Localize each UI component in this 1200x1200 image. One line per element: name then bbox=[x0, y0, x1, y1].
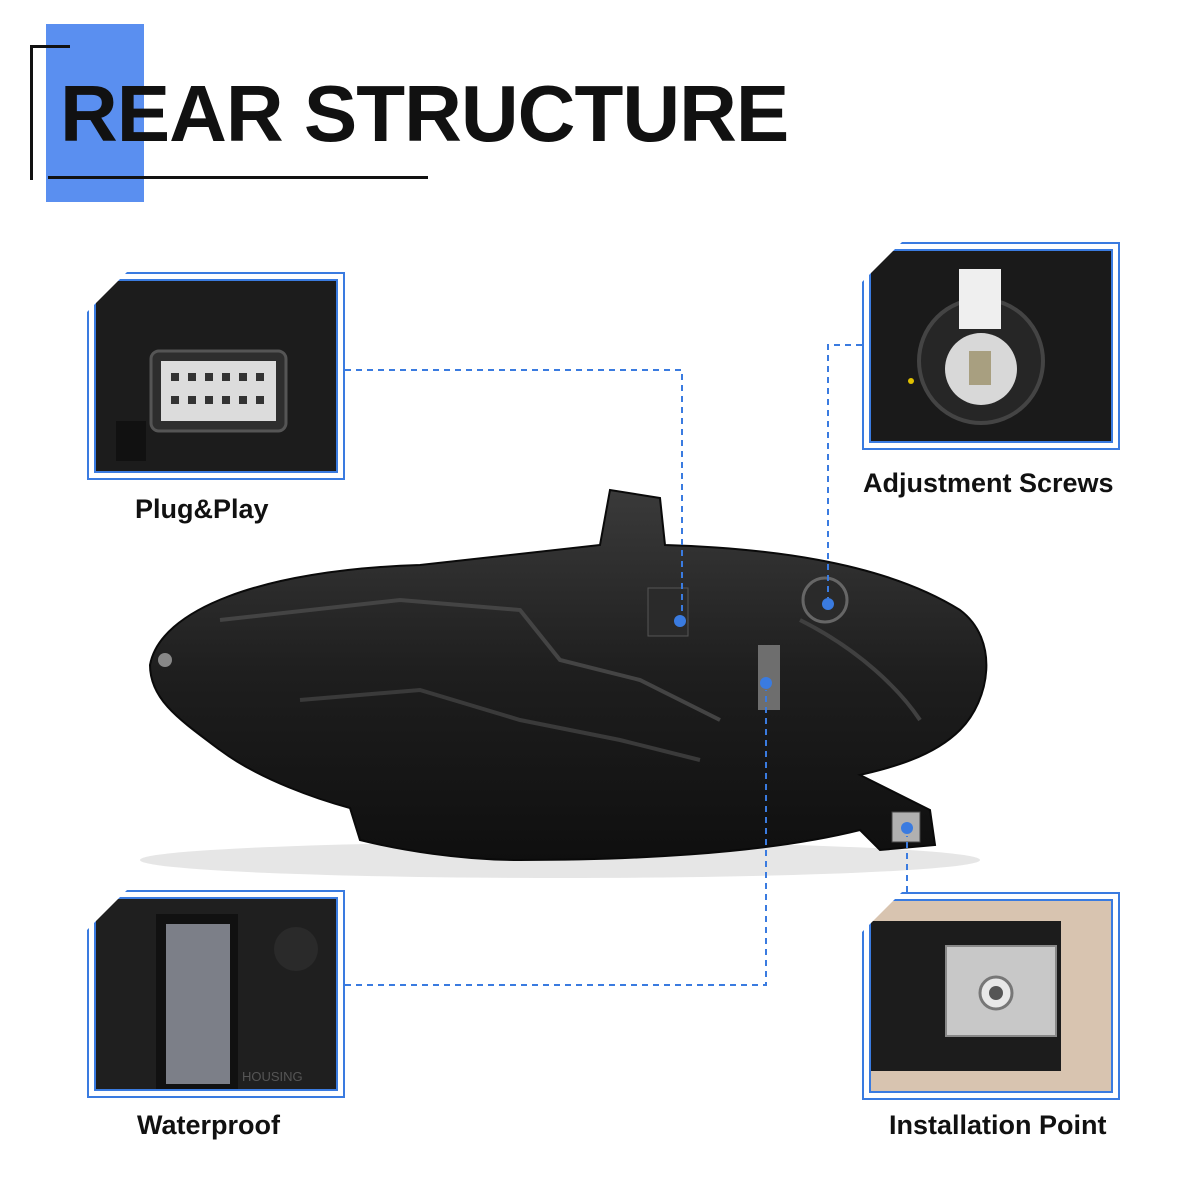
leader-plug bbox=[345, 369, 683, 615]
waterproof-label: Waterproof bbox=[137, 1110, 280, 1140]
marker-install bbox=[901, 822, 913, 834]
callout-photo-connector bbox=[94, 279, 338, 473]
title-accent-bar bbox=[46, 24, 144, 202]
callout-installation-point bbox=[862, 892, 1120, 1100]
leader-adjust bbox=[827, 344, 862, 598]
housing-body bbox=[148, 488, 988, 862]
callout-waterproof: HOUSING bbox=[87, 890, 345, 1098]
adjuster-photo bbox=[871, 251, 1111, 441]
marker-adjust bbox=[822, 598, 834, 610]
housing-ridge-2 bbox=[299, 687, 701, 762]
connector-photo bbox=[96, 281, 336, 471]
adjustment-screws-label: Adjustment Screws bbox=[863, 468, 1114, 498]
housing-ridge-3 bbox=[799, 618, 922, 722]
callout-frame bbox=[862, 892, 1120, 1100]
callout-plug-and-play bbox=[87, 272, 345, 480]
housing-embossed-text: HOUSING bbox=[242, 1069, 303, 1084]
mount-photo bbox=[871, 901, 1111, 1091]
plug-and-play-label: Plug&Play bbox=[135, 494, 269, 524]
title-bracket-vertical bbox=[30, 45, 33, 180]
marker-waterproof bbox=[760, 677, 772, 689]
title-bracket-horizontal bbox=[30, 45, 70, 48]
title-underline bbox=[48, 176, 428, 179]
callout-frame bbox=[87, 272, 345, 480]
callout-photo-adjuster bbox=[869, 249, 1113, 443]
page-title: REAR STRUCTURE bbox=[60, 69, 789, 158]
vent-photo bbox=[96, 899, 336, 1089]
callout-frame bbox=[87, 890, 345, 1098]
callout-photo-mount bbox=[869, 899, 1113, 1093]
housing-mount-pin bbox=[158, 653, 172, 667]
leader-waterproof bbox=[345, 690, 767, 986]
installation-point-label: Installation Point bbox=[889, 1110, 1107, 1140]
marker-plug bbox=[674, 615, 686, 627]
callout-photo-vent: HOUSING bbox=[94, 897, 338, 1091]
housing-vent bbox=[758, 645, 780, 710]
callout-adjustment-screws bbox=[862, 242, 1120, 450]
callout-frame bbox=[862, 242, 1120, 450]
housing-ridge-1 bbox=[219, 597, 721, 722]
